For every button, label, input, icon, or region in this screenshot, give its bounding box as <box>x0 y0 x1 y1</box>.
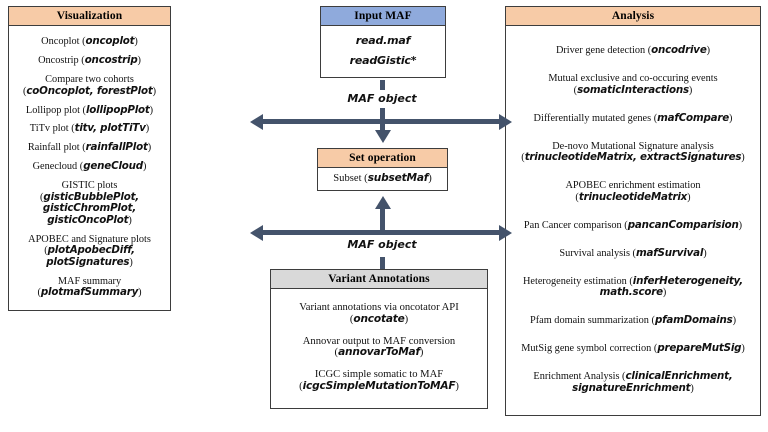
list-item: TiTv plot (titv, plotTiTv) <box>29 122 150 135</box>
list-item: Driver gene detection (oncodrive) <box>555 44 711 57</box>
visualization-panel-title: Visualization <box>9 7 170 26</box>
list-item: Annovar output to MAF conversion (annova… <box>302 335 456 359</box>
arrow-left-icon-top <box>250 113 263 130</box>
list-item: MAF summary (plotmafSummary) <box>37 275 142 299</box>
list-item: Differentially mutated genes (mafCompare… <box>533 111 733 124</box>
variant-annotations-panel-body: Variant annotations via oncotator API (o… <box>271 289 487 408</box>
connector-up-from-set-operation <box>380 209 385 233</box>
input-maf-panel-body: read.maf readGistic* <box>321 26 445 77</box>
connector-label-top: MAF object <box>347 92 417 105</box>
list-item: APOBEC and Signature plots (plotApobecDi… <box>28 233 151 268</box>
connector-bus-bottom <box>262 230 500 235</box>
connector-stub-variant-annotations <box>380 257 385 269</box>
list-item: Lollipop plot (lollipopPlot) <box>25 103 154 116</box>
list-item: APOBEC enrichment estimation (trinucleot… <box>565 180 701 203</box>
input-maf-panel-title: Input MAF <box>321 7 445 26</box>
list-item: Survival analysis (mafSurvival) <box>559 246 707 259</box>
arrow-right-icon-top <box>499 113 512 130</box>
list-item: Variant annotations via oncotator API (o… <box>299 302 459 326</box>
visualization-panel-body: Oncoplot (oncoplot) Oncostrip (oncostrip… <box>9 26 170 310</box>
arrow-down-icon-set-operation <box>374 130 391 143</box>
list-item: Pan Cancer comparison (pancanComparision… <box>523 218 743 231</box>
set-operation-panel: Set operation Subset (subsetMaf) <box>317 148 448 191</box>
list-item: Rainfall plot (rainfallPlot) <box>27 141 152 154</box>
list-item: Pfam domain summarization (pfamDomains) <box>529 314 737 327</box>
arrow-up-icon-set-operation <box>374 196 391 209</box>
list-item: readGistic* <box>349 54 417 68</box>
list-item: Genecloud (geneCloud) <box>32 160 147 173</box>
list-item: MutSig gene symbol correction (prepareMu… <box>521 342 745 355</box>
connector-down-to-set-operation <box>380 108 385 130</box>
list-item: Heterogeneity estimation (inferHeterogen… <box>522 274 743 299</box>
set-operation-panel-title: Set operation <box>318 149 447 168</box>
arrow-left-icon-bottom <box>250 224 263 241</box>
list-item: Compare two cohorts (coOncoplot, forestP… <box>22 74 157 97</box>
variant-annotations-panel: Variant Annotations Variant annotations … <box>270 269 488 409</box>
analysis-panel: Analysis Driver gene detection (oncodriv… <box>505 6 761 416</box>
input-maf-panel: Input MAF read.maf readGistic* <box>320 6 446 78</box>
list-item: Enrichment Analysis (clinicalEnrichment,… <box>533 370 733 394</box>
connector-stub-input-maf <box>380 80 385 90</box>
variant-annotations-panel-title: Variant Annotations <box>271 270 487 289</box>
arrow-right-icon-bottom <box>499 224 512 241</box>
analysis-panel-title: Analysis <box>506 7 760 26</box>
list-item: GISTIC plots (gisticBubblePlot, gisticCh… <box>39 180 140 226</box>
analysis-panel-body: Driver gene detection (oncodrive) Mutual… <box>506 26 760 415</box>
list-item: De-novo Mutational Signature analysis (t… <box>521 140 745 164</box>
list-item: read.maf <box>355 34 411 48</box>
list-item: ICGC simple somatic to MAF (icgcSimpleMu… <box>299 368 459 392</box>
list-item: Oncostrip (oncostrip) <box>38 54 141 67</box>
set-operation-panel-body: Subset (subsetMaf) <box>318 168 447 190</box>
list-item: Mutual exclusive and co-occuring events … <box>548 73 718 96</box>
visualization-panel: Visualization Oncoplot (oncoplot) Oncost… <box>8 6 171 311</box>
list-item: Oncoplot (oncoplot) <box>41 35 138 48</box>
list-item: Subset (subsetMaf) <box>333 172 432 185</box>
connector-label-bottom: MAF object <box>347 238 417 251</box>
